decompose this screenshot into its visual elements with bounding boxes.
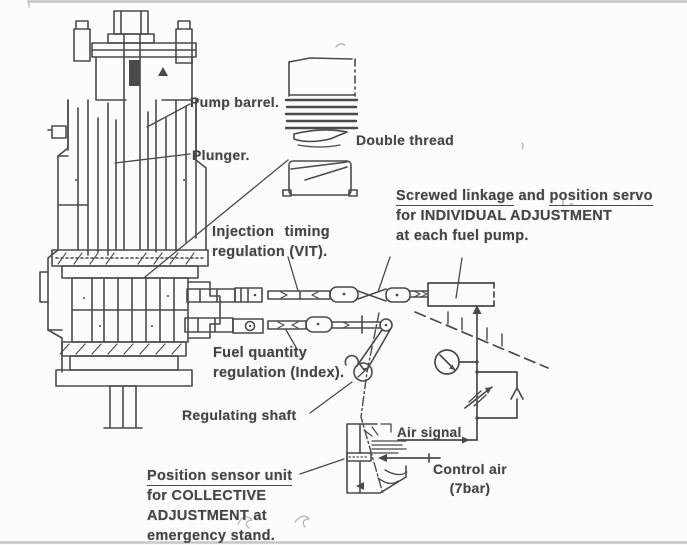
control-air-line <box>379 453 441 463</box>
throttle-valve-symbol <box>464 386 493 409</box>
label-collective-adjustment-line2: for COLLECTIVE <box>147 488 267 504</box>
check-valve-symbol <box>510 387 524 400</box>
scan-artifacts <box>237 43 574 529</box>
pump-barrel-thread-illustration <box>284 57 359 148</box>
label-fuel-quantity: Fuel quantity regulation (Index). <box>213 343 344 383</box>
label-individual-adjustment-line3: at each fuel pump. <box>396 228 529 244</box>
label-injection-timing: Injection timing regulation (VIT). <box>212 222 330 262</box>
label-individual-adjustment-line1: Screwed linkage and position servo <box>396 186 653 206</box>
label-individual-adjustment-line2: for INDIVIDUAL ADJUSTMENT <box>396 208 613 224</box>
pneumatic-circuit <box>378 305 549 463</box>
label-fuel-quantity-line1: Fuel quantity <box>213 345 308 361</box>
underlined-position-sensor-unit: Position sensor unit <box>147 468 293 486</box>
label-double-thread: Double thread <box>356 132 455 148</box>
regulating-shaft-leader <box>309 381 353 414</box>
label-collective-adjustment-line3: ADJUSTMENT at <box>147 508 267 524</box>
position-servo-leader <box>455 257 463 299</box>
label-injection-timing-line1: Injection timing <box>212 224 330 240</box>
label-plunger: Plunger. <box>192 147 250 163</box>
fuel-quantity-leader <box>285 329 298 350</box>
fuel-pump-cross-section <box>39 10 221 429</box>
servo-actuator-box <box>427 282 495 307</box>
fuel-quantity-linkage-rod <box>184 315 393 334</box>
plunger-leader <box>114 153 191 164</box>
label-collective-adjustment-line1: Position sensor unit <box>147 466 293 486</box>
label-air-signal: Air signal <box>397 425 462 440</box>
regulating-shaft-crank <box>344 312 391 495</box>
leader-lines <box>114 103 463 475</box>
label-and-connector: and <box>514 188 550 204</box>
up-arrowhead <box>472 305 482 314</box>
right-arrowhead <box>462 436 470 444</box>
label-collective-adjustment-line4: emergency stand. <box>147 528 276 544</box>
label-pump-barrel: Pump barrel. <box>190 94 280 110</box>
label-regulating-shaft: Regulating shaft <box>182 407 297 423</box>
label-individual-adjustment: Screwed linkage and position servo for I… <box>396 186 653 246</box>
vit-leader <box>287 256 299 292</box>
plunger-illustration <box>144 159 358 278</box>
label-collective-adjustment: Position sensor unit for COLLECTIVE ADJU… <box>147 466 293 545</box>
pressure-gauge-symbol <box>434 349 477 375</box>
vit-linkage-rod <box>186 286 429 303</box>
position-sensor-unit <box>346 423 408 494</box>
label-injection-timing-line2: regulation (VIT). <box>212 244 328 260</box>
position-sensor-leader <box>299 458 345 475</box>
pump-barrel-leader <box>146 103 191 128</box>
screwed-linkage-leader <box>377 256 391 293</box>
diagonal-ticks <box>447 311 503 347</box>
label-control-air-line1: Control air <box>432 461 508 477</box>
label-control-air-line2: (7bar) <box>449 480 491 496</box>
underlined-position-servo: position servo <box>549 188 653 206</box>
bypass-loop <box>476 371 518 419</box>
label-fuel-quantity-line2: regulation (Index). <box>213 365 345 381</box>
left-arrowhead <box>378 454 387 462</box>
dashed-diagonal <box>414 311 549 369</box>
air-signal-bracket <box>380 423 392 433</box>
underlined-screwed-linkage: Screwed linkage <box>396 188 515 206</box>
label-control-air: Control air (7bar) <box>420 460 520 498</box>
